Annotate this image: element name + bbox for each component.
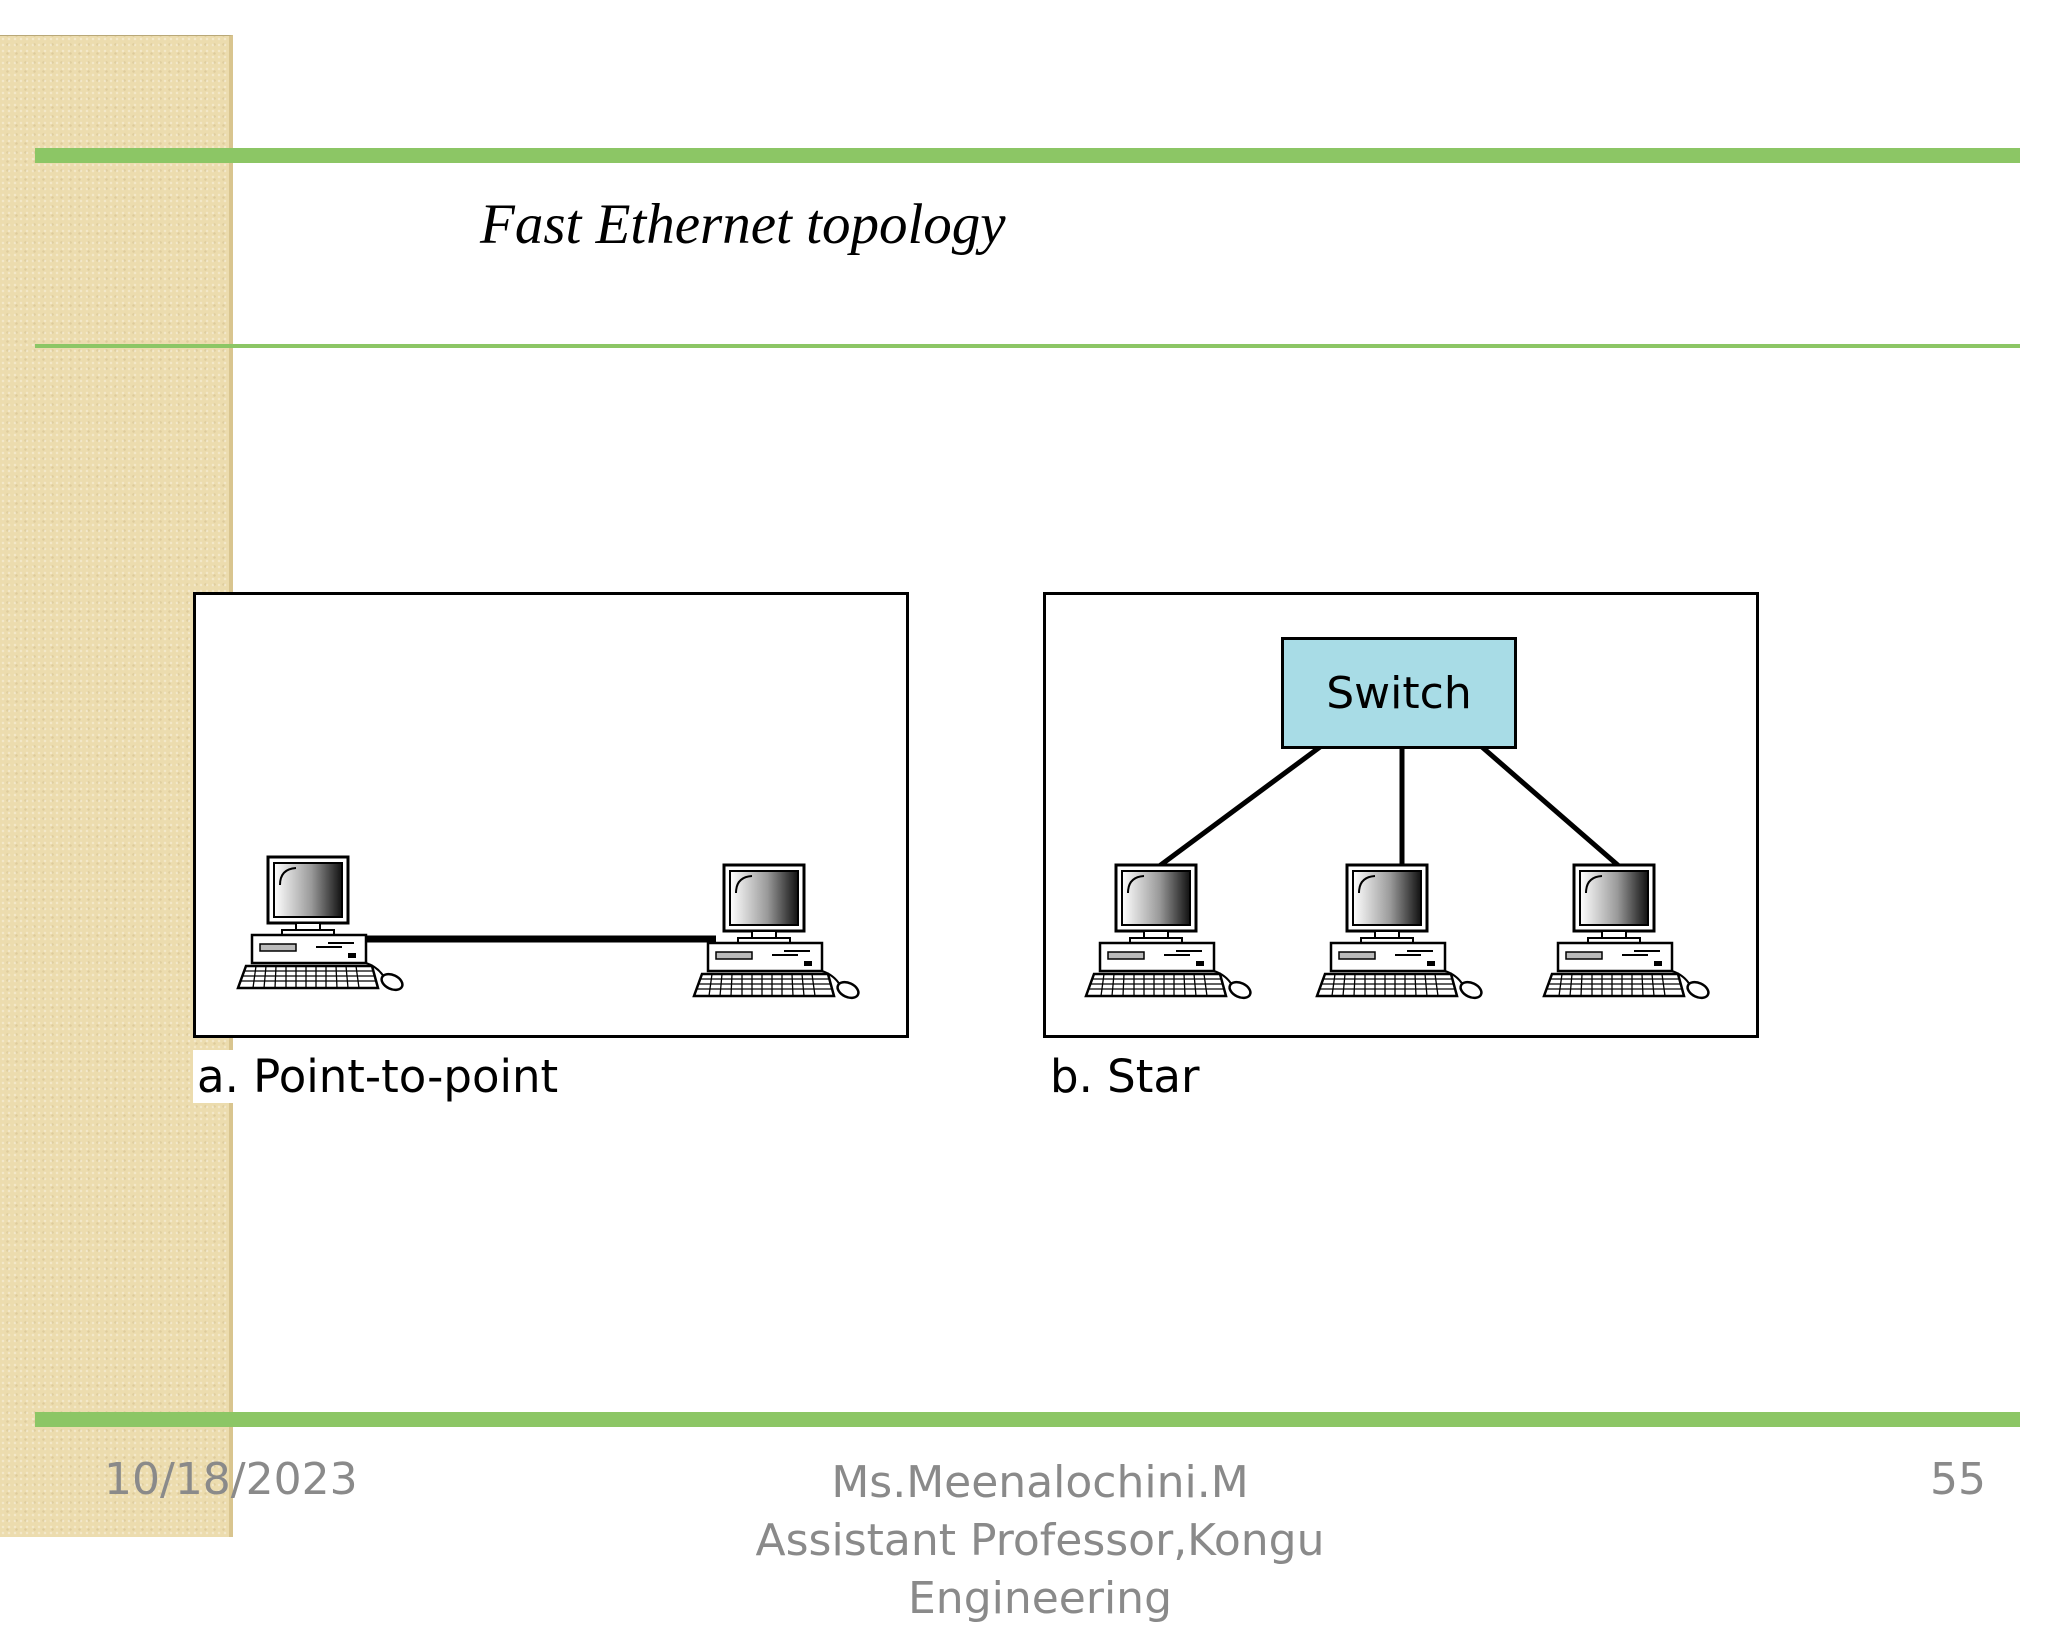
title-divider-rule (35, 344, 2020, 348)
slide-title: Fast Ethernet topology (480, 193, 1006, 256)
switch-node: Switch (1281, 637, 1517, 749)
footer-accent-rule (35, 1412, 2020, 1427)
star-panel: Switch (1043, 592, 1759, 1038)
point-to-point-panel (193, 592, 909, 1038)
star-link (1156, 744, 1322, 870)
computer-icon (692, 863, 862, 1003)
computer-icon (1315, 863, 1485, 1003)
computer-icon (236, 855, 406, 995)
star-diagram (1084, 744, 1712, 1003)
side-decoration-band (0, 35, 233, 1537)
computer-icon (1084, 863, 1254, 1003)
star-link (1480, 745, 1622, 869)
star-caption: b. Star (1046, 1050, 1204, 1103)
footer-author: Ms.Meenalochini.M Assistant Professor,Ko… (755, 1457, 1325, 1624)
footer-date: 10/18/2023 (104, 1454, 358, 1505)
computer-icon (1542, 863, 1712, 1003)
footer-page-number: 55 (1930, 1454, 1986, 1505)
top-accent-rule (35, 148, 2020, 163)
point-to-point-diagram (236, 855, 862, 1003)
point-to-point-caption: a. Point-to-point (193, 1050, 563, 1103)
